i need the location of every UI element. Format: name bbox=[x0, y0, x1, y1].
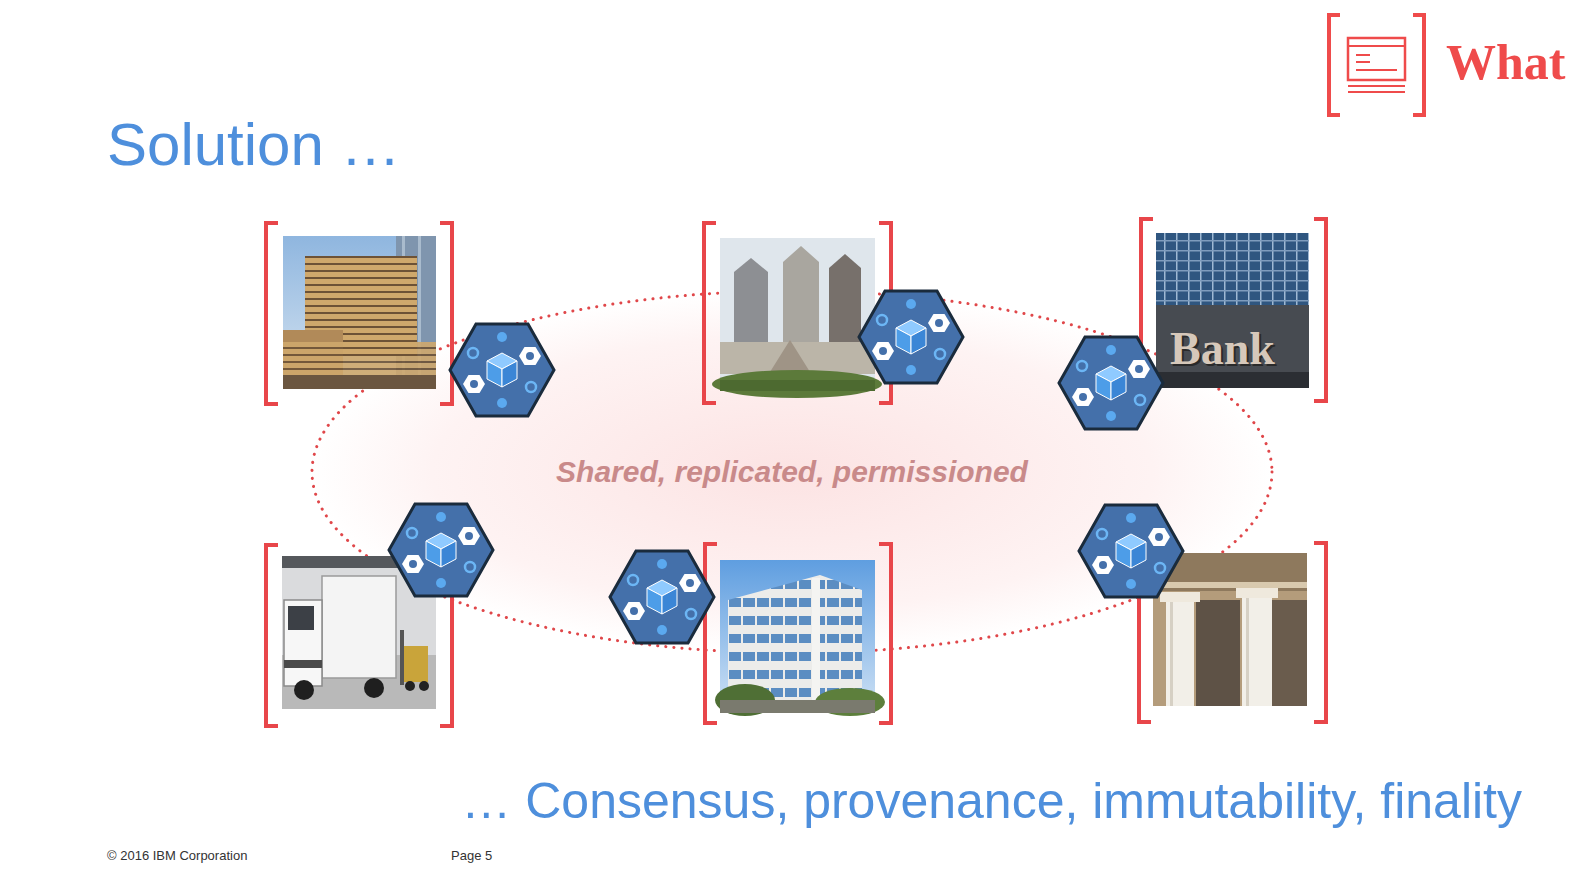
office-building-photo bbox=[715, 560, 885, 716]
photo-brackets bbox=[266, 219, 1326, 726]
ellipse-text: Shared, replicated, permissioned bbox=[556, 454, 1028, 490]
bank-photo bbox=[1156, 233, 1309, 388]
sign-text: Bank bbox=[1170, 326, 1275, 372]
copyright-note: © 2016 IBM Corporation bbox=[107, 849, 247, 862]
slide-title: Solution … bbox=[107, 115, 401, 175]
columns-photo bbox=[1153, 553, 1307, 706]
what-icon bbox=[1329, 15, 1424, 115]
slide-caption: … Consensus, provenance, immutability, f… bbox=[461, 776, 1522, 826]
skyline-photo bbox=[712, 238, 882, 398]
section-tag: What bbox=[1446, 37, 1565, 87]
blockchain-hexagons bbox=[389, 291, 1183, 643]
page-number: Page 5 bbox=[451, 849, 492, 862]
office-tower-photo bbox=[283, 236, 436, 389]
